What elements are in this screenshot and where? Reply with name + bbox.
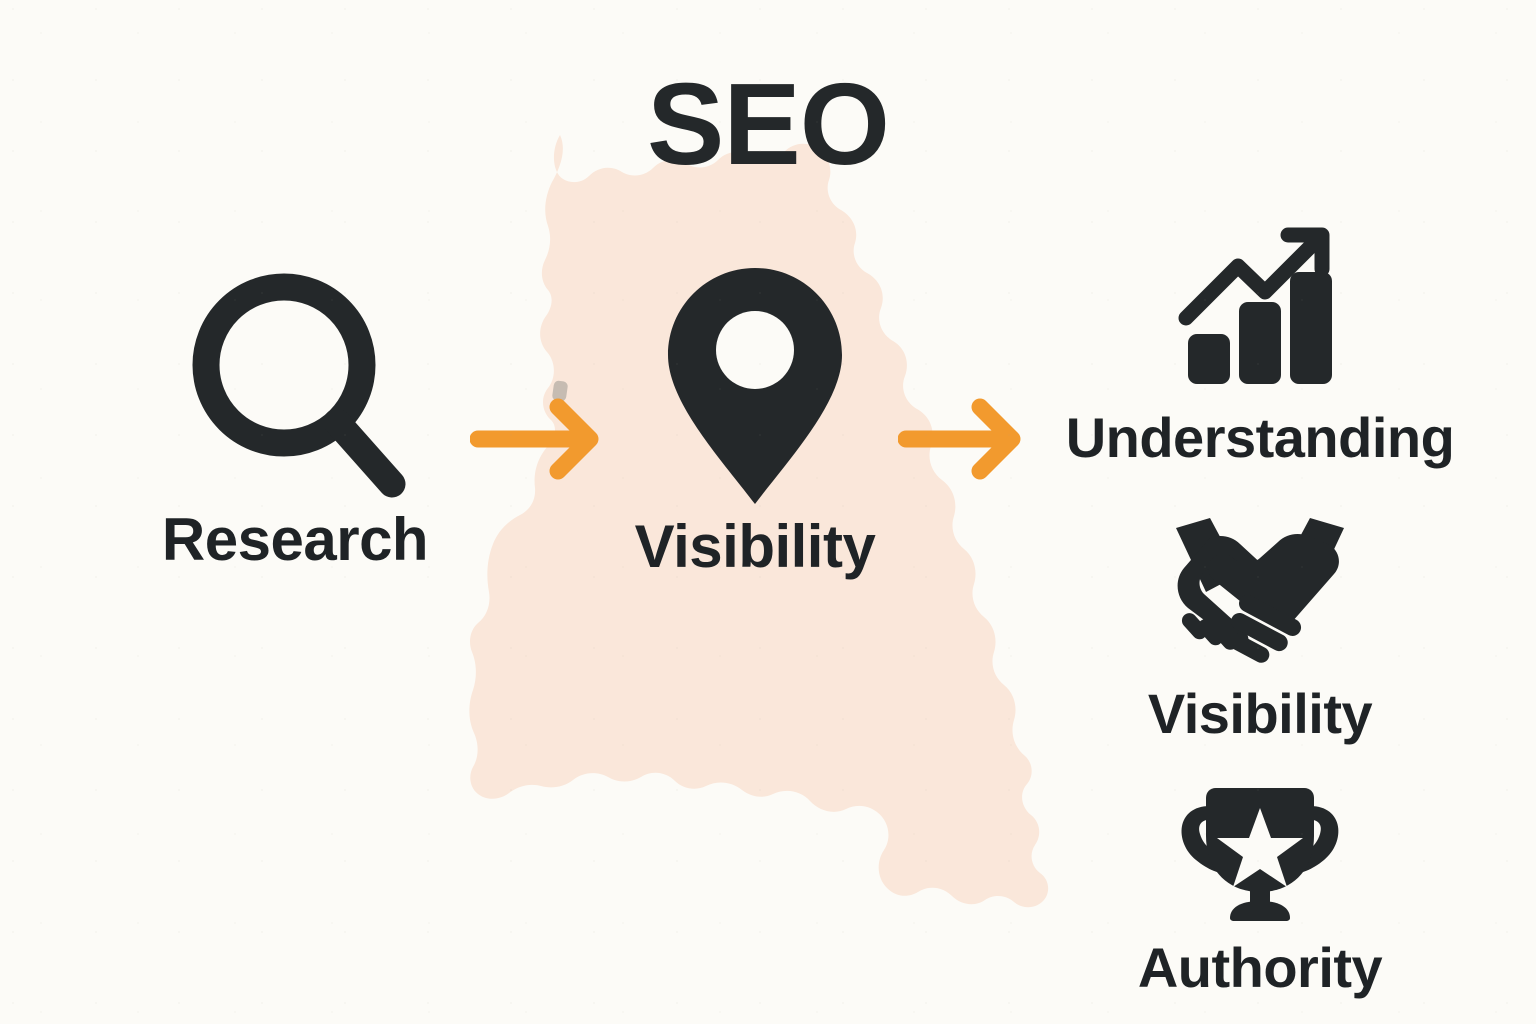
outcome-visibility-label: Visibility <box>1147 682 1373 745</box>
growth-chart-icon <box>1040 222 1480 394</box>
stage-research-label: Research <box>161 506 429 573</box>
arrow-right-icon <box>897 398 1024 485</box>
outcome-authority: Authority <box>1040 782 1480 996</box>
trophy-icon <box>1040 782 1480 924</box>
stage-visibility-label: Visibility <box>634 513 876 580</box>
arrow-right-icon <box>469 398 602 485</box>
outcome-understanding: Understanding <box>1040 222 1480 466</box>
magnifier-icon <box>130 262 460 508</box>
outcome-authority-label: Authority <box>1137 936 1383 999</box>
handshake-icon <box>1040 508 1480 668</box>
outcome-understanding-label: Understanding <box>1065 406 1455 469</box>
stage-research: Research <box>130 262 460 571</box>
stage-visibility: Visibility <box>590 262 920 581</box>
outcomes-list: Understanding <box>1040 222 1480 996</box>
outcome-visibility: Visibility <box>1040 508 1480 742</box>
page-title: SEO <box>647 59 890 189</box>
map-pin-icon <box>590 262 920 512</box>
